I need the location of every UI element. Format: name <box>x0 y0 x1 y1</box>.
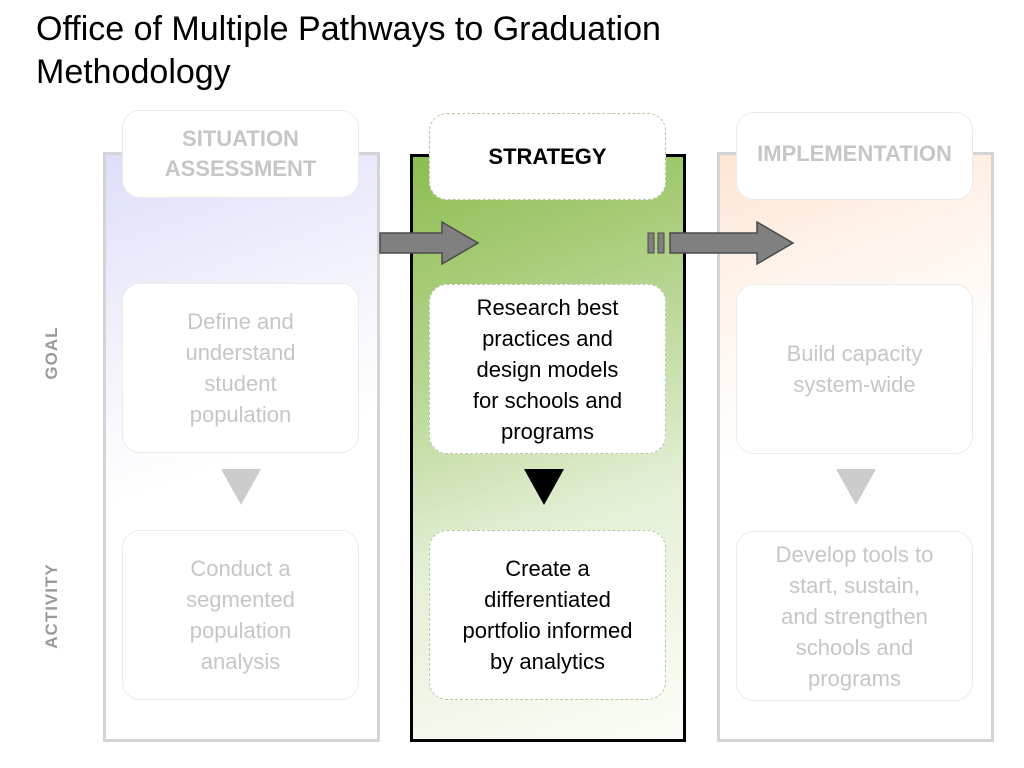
column-top-edge <box>717 152 736 155</box>
column-top-edge <box>359 152 380 155</box>
title-line-1: Office of Multiple Pathways to Graduatio… <box>36 10 661 48</box>
goal-text-line: for schools and <box>472 387 623 413</box>
goal-text-line: design models <box>476 356 619 382</box>
activity-text-line: Develop tools to <box>775 541 934 567</box>
implementation-goal-box: Build capacity system-wide <box>736 284 973 454</box>
situation-assessment-goal-box: Define and understand student population <box>122 283 359 453</box>
strategy-goal-box: Research best practices and design model… <box>429 284 666 454</box>
page-title: Office of Multiple Pathways to Graduatio… <box>36 8 661 94</box>
down-arrow-icon <box>221 469 261 505</box>
header-line: ASSESSMENT <box>164 156 317 181</box>
goal-text-line: population <box>189 402 292 427</box>
header-line: STRATEGY <box>488 143 607 169</box>
goal-text-line: programs <box>501 418 594 444</box>
goal-text-line: Research best <box>476 294 619 320</box>
goal-text-line: practices and <box>482 325 613 351</box>
row-label-activity: ACTIVITY <box>42 563 61 649</box>
goal-text-line: student <box>204 371 277 396</box>
down-arrow-icon <box>836 469 876 505</box>
header-line: SITUATION <box>182 126 299 151</box>
implementation-header: IMPLEMENTATION <box>736 112 973 200</box>
activity-text-line: by analytics <box>490 649 605 674</box>
activity-text-line: and strengthen <box>781 603 928 629</box>
activity-text-line: Conduct a <box>190 556 291 581</box>
activity-text-line: population <box>189 618 292 643</box>
activity-text-line: analysis <box>200 649 281 674</box>
activity-text-line: start, sustain, <box>789 572 920 598</box>
activity-text-line: programs <box>808 665 901 691</box>
activity-text-line: segmented <box>186 587 295 612</box>
activity-text-line: Create a <box>505 556 590 581</box>
activity-text-line: differentiated <box>484 587 611 612</box>
activity-text-line: schools and <box>795 634 914 660</box>
strategy-activity-box: Create a differentiated portfolio inform… <box>429 530 666 700</box>
goal-text-line: understand <box>185 340 296 365</box>
goal-text-line: Build capacity <box>786 341 923 366</box>
situation-assessment-header: SITUATION ASSESSMENT <box>122 110 359 198</box>
goal-text-line: system-wide <box>793 372 916 397</box>
column-top-edge <box>103 152 122 155</box>
header-line: IMPLEMENTATION <box>757 141 952 166</box>
row-label-goal: GOAL <box>42 326 61 380</box>
situation-assessment-activity-box: Conduct a segmented population analysis <box>122 530 359 700</box>
activity-text-line: portfolio informed <box>462 618 633 643</box>
strategy-header: STRATEGY <box>429 113 666 200</box>
goal-text-line: Define and <box>187 309 294 334</box>
column-top-edge <box>973 152 994 155</box>
implementation-activity-box: Develop tools to start, sustain, and str… <box>736 531 973 701</box>
down-arrow-icon <box>524 469 564 505</box>
title-line-2: Methodology <box>36 53 231 91</box>
